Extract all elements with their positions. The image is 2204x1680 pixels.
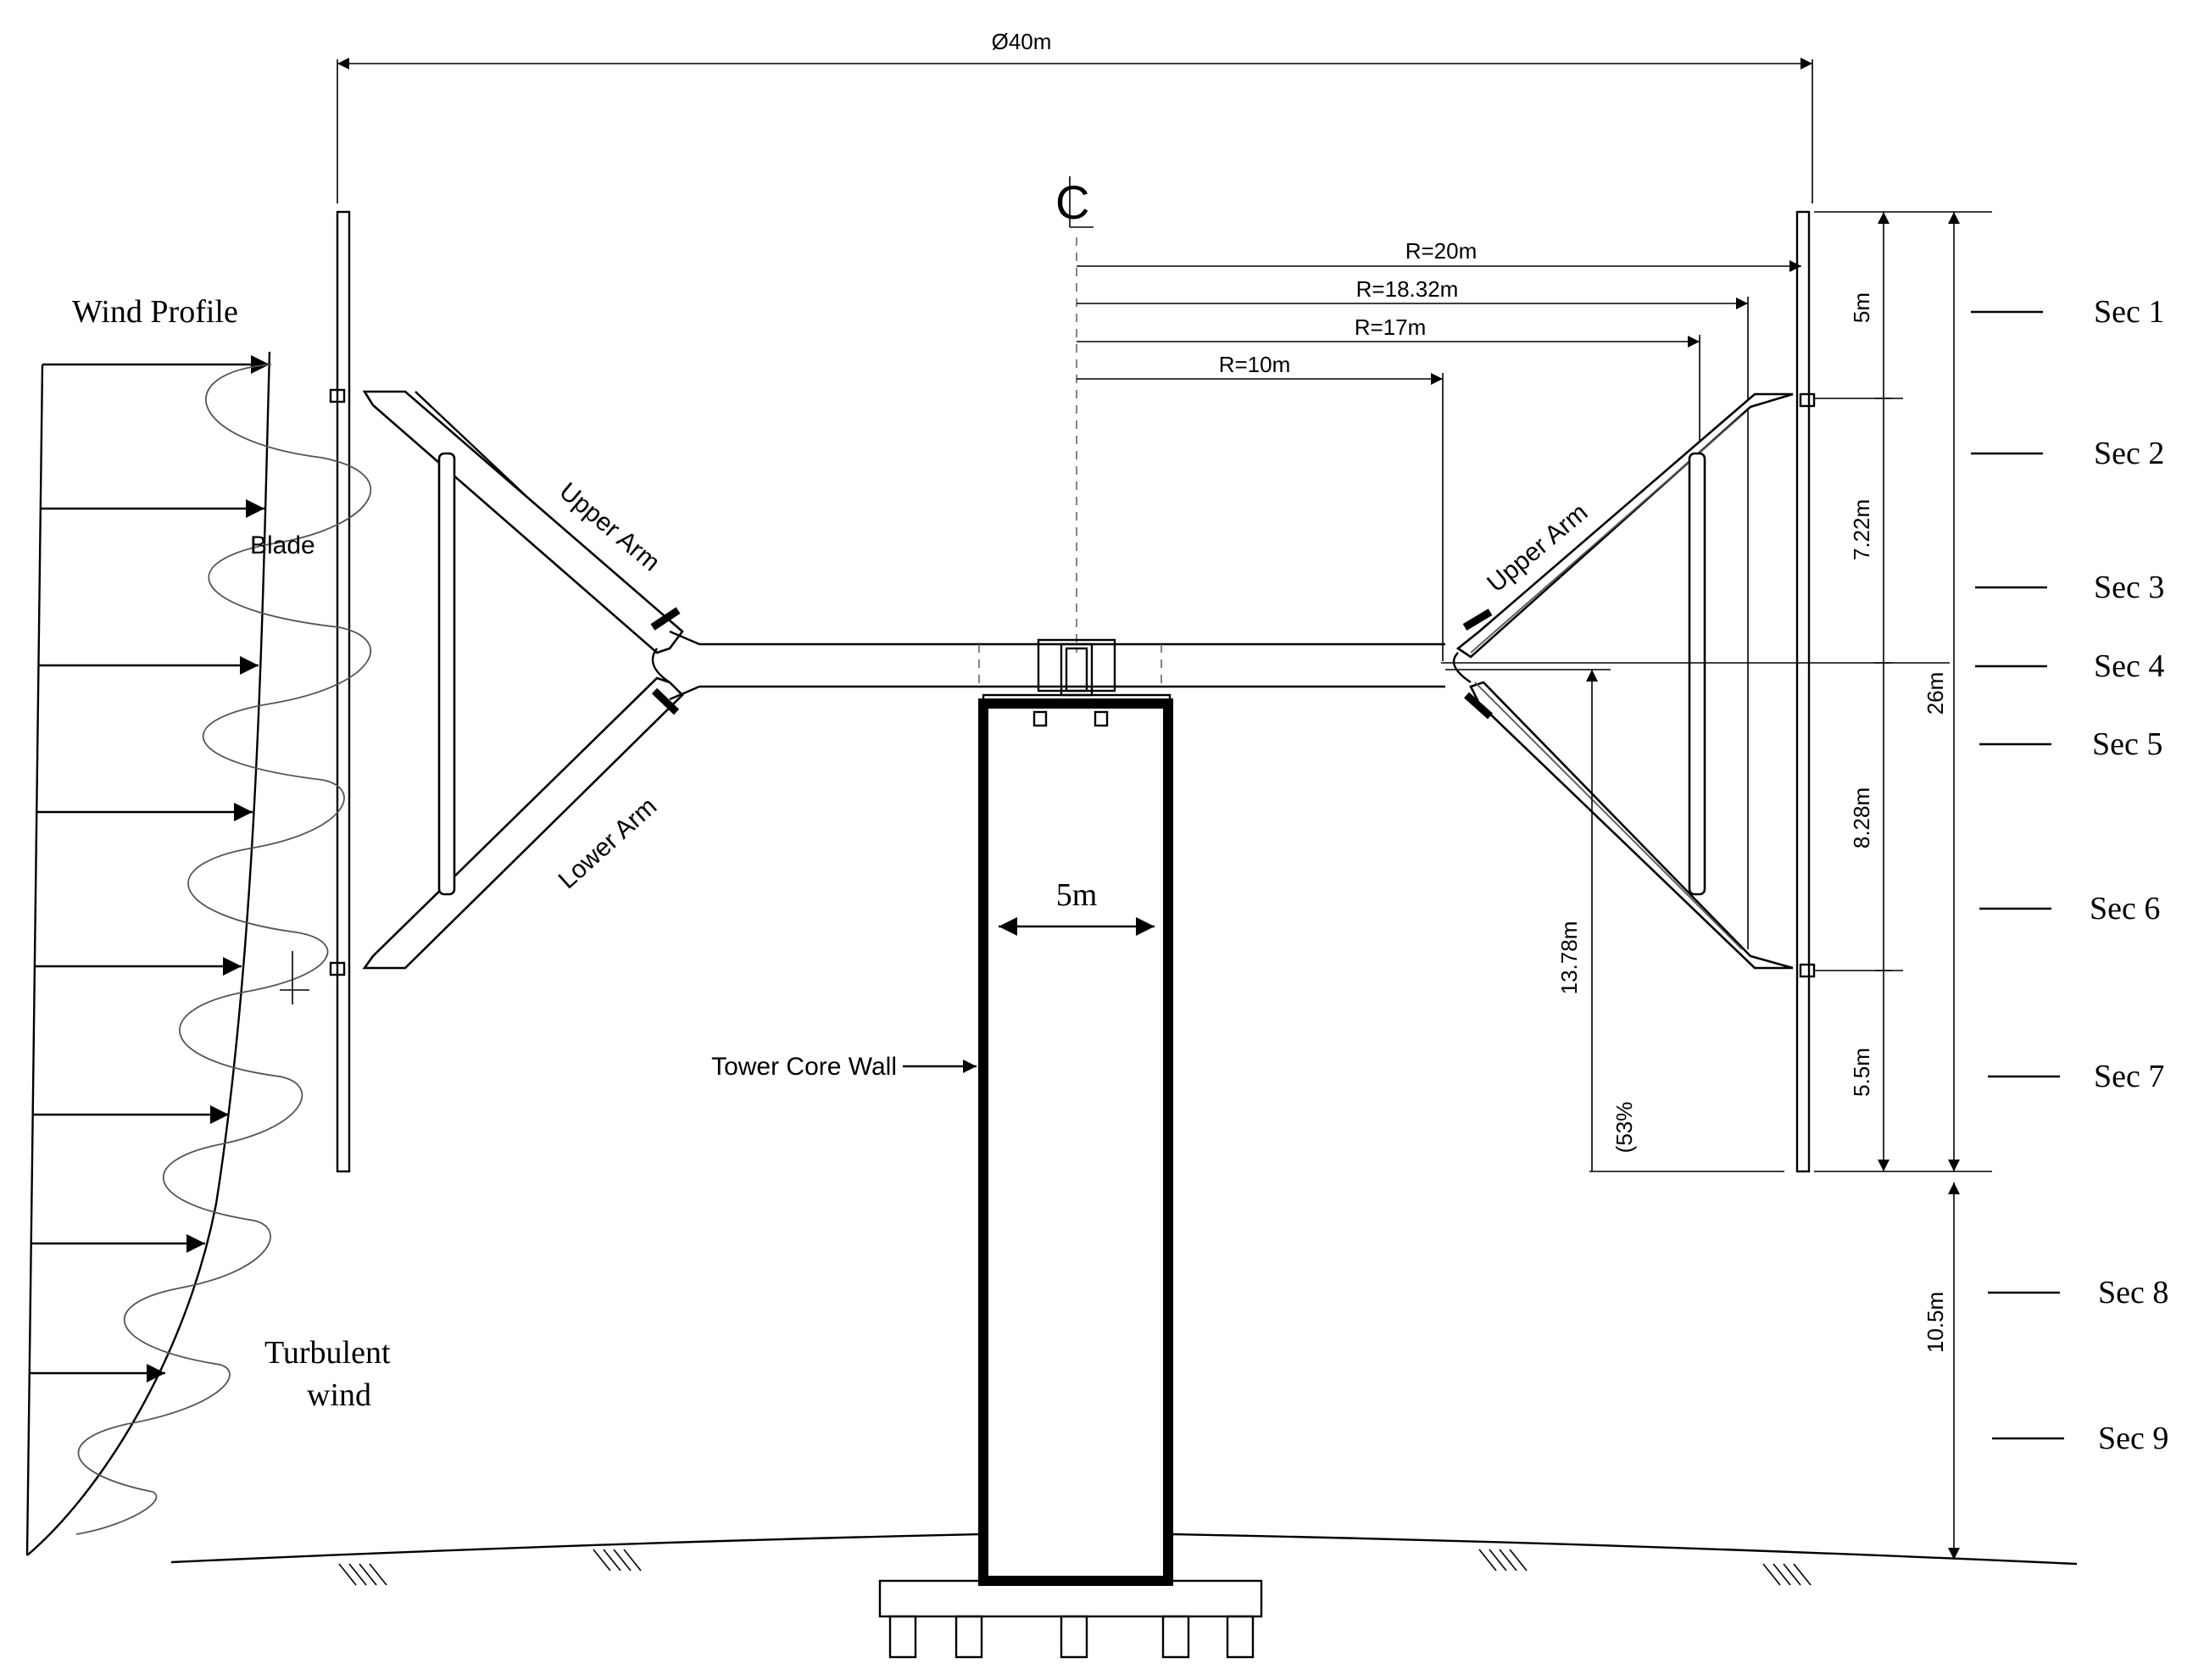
dim-26-label: 26m <box>1923 672 1948 715</box>
height-1378-dimension: 13.78m (53% <box>1445 669 1784 1172</box>
turbulent-label-line1: Turbulent <box>264 1335 391 1371</box>
left-rotor-arms <box>329 388 684 976</box>
section-label-2: Sec 2 <box>2094 436 2164 471</box>
section-label-8: Sec 8 <box>2098 1275 2168 1310</box>
right-rotor-arms <box>1452 392 1816 978</box>
dim-105-label: 10.5m <box>1923 1292 1948 1353</box>
dim-1378-label: 13.78m <box>1556 921 1582 995</box>
tower-width-label: 5m <box>1056 877 1098 913</box>
centerline: C <box>1055 175 1094 653</box>
left-blade <box>336 210 351 1173</box>
section-markers: Sec 1 Sec 2 Sec 3 Sec 4 Sec 5 Sec 6 Sec … <box>1971 294 2168 1456</box>
blade-height-dimensions: 5m 7.22m 8.28m 5.5m 26m 10.5m <box>1441 211 1992 1560</box>
ground <box>170 1533 2078 1586</box>
tower-core-wall-label: Tower Core Wall <box>711 1053 897 1081</box>
dim-828-label: 8.28m <box>1849 787 1874 848</box>
wind-profile: Wind Profile Turbulent wind <box>25 294 391 1556</box>
radius-1832-label: R=18.32m <box>1356 276 1459 302</box>
radius-20-label: R=20m <box>1405 238 1478 264</box>
section-label-9: Sec 9 <box>2098 1421 2168 1456</box>
tower: 5m Tower Core Wall <box>711 698 1263 1659</box>
dim-722-label: 7.22m <box>1849 499 1874 560</box>
turbulent-label-line2: wind <box>307 1377 371 1413</box>
blade-label: Blade <box>250 531 315 559</box>
centerline-symbol: C <box>1055 175 1089 229</box>
radius-10-label: R=10m <box>1219 352 1291 377</box>
dim-55-label: 5.5m <box>1849 1048 1874 1097</box>
radius-17-label: R=17m <box>1355 314 1427 340</box>
diameter-dimension: Ø40m <box>337 29 1813 203</box>
dim-53-label: (53% <box>1611 1102 1637 1154</box>
section-label-1: Sec 1 <box>2094 294 2164 330</box>
dim-5m-label: 5m <box>1849 292 1874 323</box>
section-label-4: Sec 4 <box>2094 648 2164 684</box>
wind-profile-label: Wind Profile <box>72 294 238 330</box>
section-label-7: Sec 7 <box>2094 1059 2164 1094</box>
right-blade <box>1795 210 1811 1173</box>
section-label-6: Sec 6 <box>2090 891 2160 926</box>
diameter-label: Ø40m <box>992 29 1052 54</box>
section-label-3: Sec 3 <box>2094 570 2164 605</box>
section-label-5: Sec 5 <box>2092 726 2162 762</box>
